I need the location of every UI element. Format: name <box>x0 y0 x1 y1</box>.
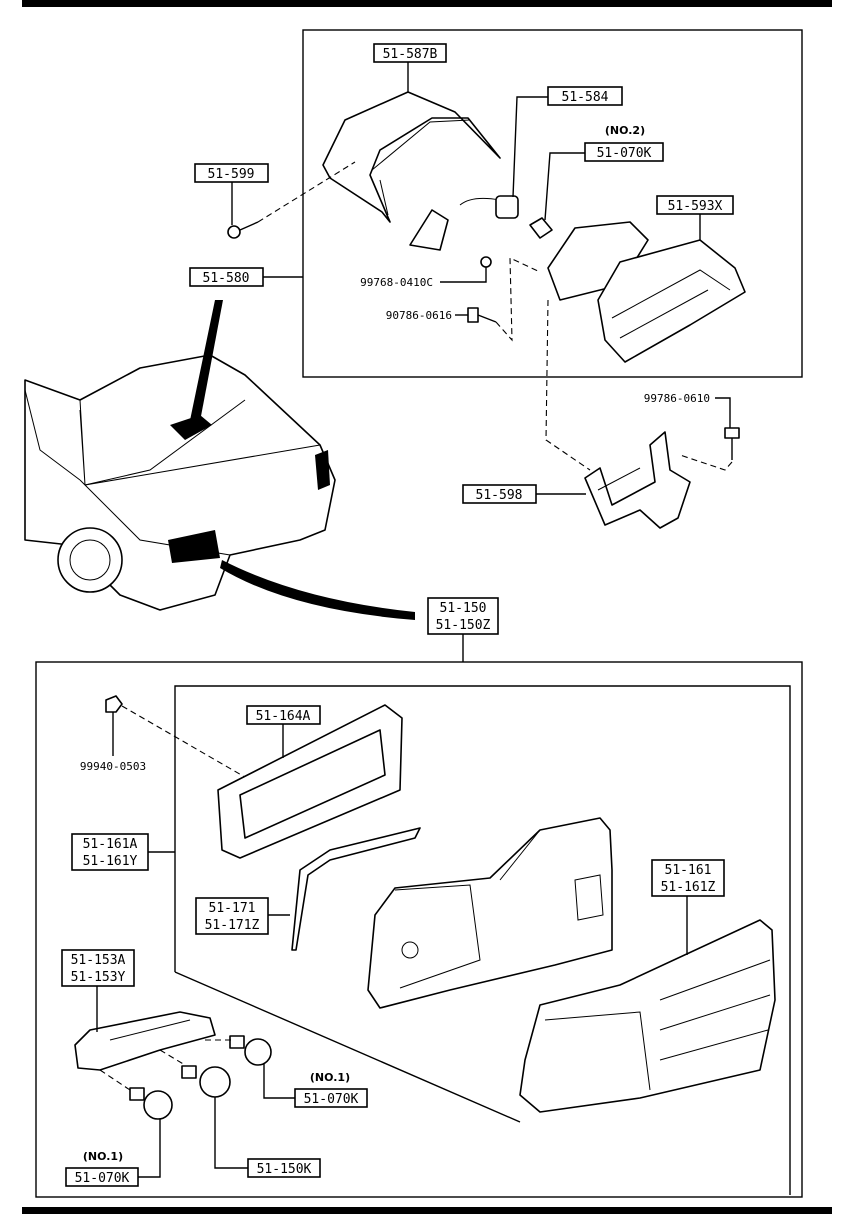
screw-a-part <box>480 256 492 268</box>
bulb-150k-part <box>181 1065 231 1098</box>
label-rear-combo-2: 51-150Z <box>436 618 491 633</box>
label-bulb-150: 51-150K <box>257 1162 312 1177</box>
note-bulb-no1-left: (NO.1) <box>83 1150 123 1163</box>
label-housing-2: 51-161Y <box>83 854 138 869</box>
label-nut: 99940-0503 <box>80 760 146 773</box>
hmsl-cover-part <box>322 91 501 223</box>
label-bulb-no1-left: 51-070K <box>75 1171 130 1186</box>
label-socket-1: 51-153A <box>71 953 126 968</box>
label-bolt: 99786-0610 <box>644 392 710 405</box>
label-seal-1: 51-171 <box>209 901 256 916</box>
bulb-right-part <box>229 1035 272 1066</box>
hmsl-frame <box>302 29 803 378</box>
label-hmsl-assy: 51-580 <box>203 271 250 286</box>
label-hmsl-cover: 51-587B <box>383 47 438 62</box>
housing-part <box>367 817 613 1009</box>
nut-part <box>105 695 123 713</box>
label-socket-2: 51-153Y <box>71 970 126 985</box>
label-bulb-no2: 51-070K <box>597 146 652 161</box>
label-rear-combo-1: 51-150 <box>440 601 487 616</box>
vehicle-rear <box>24 354 336 611</box>
gasket-part <box>217 704 403 859</box>
label-seal-2: 51-171Z <box>205 918 260 933</box>
label-screw-599: 51-599 <box>208 167 255 182</box>
callout-rear-combo <box>220 560 415 620</box>
top-rule <box>22 0 832 7</box>
note-bulb-no1-right: (NO.1) <box>310 1071 350 1084</box>
callout-hmsl <box>188 300 223 432</box>
rear-combo-inner-frame <box>174 685 791 1195</box>
seal-part <box>291 827 421 951</box>
rear-combo-frame <box>35 661 803 1198</box>
bolt-part <box>724 427 740 460</box>
socket-plate-part <box>74 1011 216 1071</box>
label-housing-1: 51-161A <box>83 837 138 852</box>
label-lens-1: 51-161 <box>665 863 712 878</box>
note-bulb-no2: (NO.2) <box>605 124 645 137</box>
hmsl-lens-part <box>547 221 746 363</box>
bulb-no2-part <box>529 217 553 239</box>
label-bracket: 51-598 <box>476 488 523 503</box>
socket-part <box>409 195 519 251</box>
label-lens-2: 51-161Z <box>661 880 716 895</box>
label-bulb-no1-right: 51-070K <box>304 1092 359 1107</box>
screw-599-part <box>227 221 259 239</box>
label-screw-b: 90786-0616 <box>386 309 452 322</box>
bracket-part <box>584 431 691 529</box>
bulb-left-part <box>129 1087 173 1120</box>
lens-part <box>519 919 776 1113</box>
label-socket: 51-584 <box>562 90 609 105</box>
bottom-rule <box>22 1207 832 1214</box>
screw-b-part <box>467 307 497 323</box>
label-hmsl-lens: 51-593X <box>668 199 723 214</box>
label-gasket: 51-164A <box>256 709 311 724</box>
label-screw-a: 99768-0410C <box>360 276 433 289</box>
